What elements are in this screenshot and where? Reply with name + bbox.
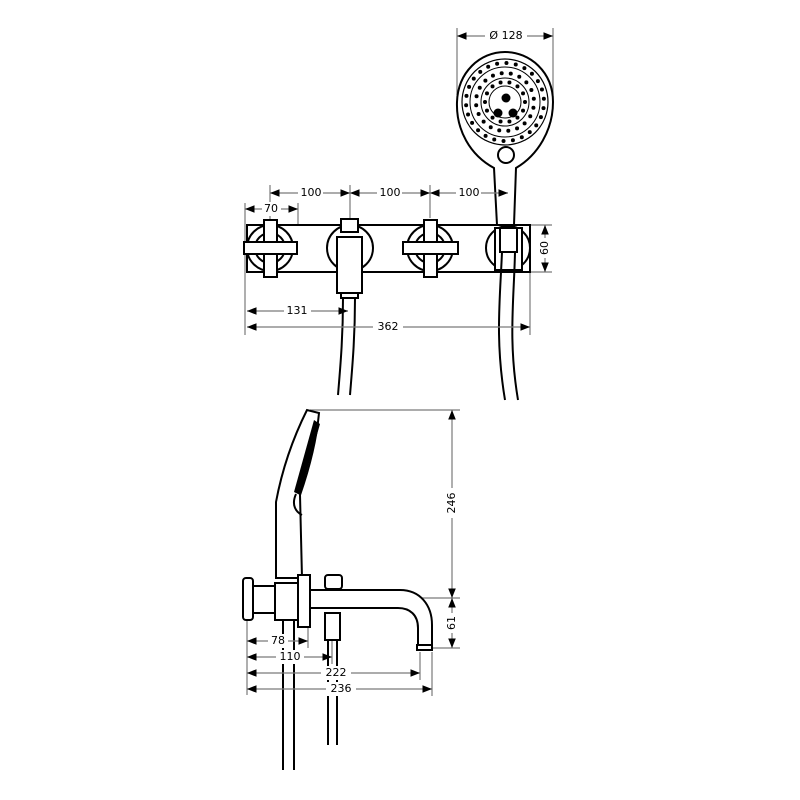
front-dimensions: 100 100 100 70 60 131 362 Ø 128 [245, 29, 553, 334]
nozzle-dot [478, 69, 483, 74]
nozzle-dot [490, 84, 495, 89]
dim-shower-height: 246 [445, 493, 458, 514]
nozzle-dot [541, 106, 546, 111]
shower-handle-notch [292, 493, 303, 516]
diverter-outlet [324, 612, 341, 641]
nozzle-dot [471, 76, 476, 81]
hose-diverter-edge [349, 297, 356, 396]
spray-face [294, 420, 320, 495]
nozzle-dot [483, 133, 488, 138]
nozzle-dot [515, 115, 520, 120]
front-view: 100 100 100 70 60 131 362 Ø 128 [243, 28, 555, 401]
nozzle-dot [506, 128, 511, 133]
diverter [326, 218, 374, 299]
nozzle-dot [521, 108, 526, 113]
nozzle-dot [531, 96, 536, 101]
dim-spacing-2: 100 [380, 186, 401, 199]
nozzle-dot [535, 79, 540, 84]
side-view: 246 61 78 110 222 236 [242, 408, 460, 770]
nozzle-dot [501, 138, 506, 143]
nozzle-dot [470, 120, 475, 125]
dim-spacing-3: 100 [459, 186, 480, 199]
dim-spout-outlet: 222 [326, 666, 347, 679]
nozzle-dot [488, 125, 493, 130]
nozzle-dot [484, 91, 489, 96]
dim-handle-depth: 78 [271, 634, 285, 647]
nozzle-dot [521, 91, 526, 96]
cross-handle-left [243, 219, 298, 278]
nozzle-dot [528, 114, 533, 119]
nozzle-dot [486, 64, 491, 69]
shower-hose-edge [511, 251, 519, 401]
nozzle-dot [498, 119, 503, 124]
dim-handle-width: 70 [264, 202, 278, 215]
nozzle-dot [490, 73, 495, 78]
nozzle-dot [477, 85, 482, 90]
nozzle-dot [467, 84, 472, 89]
side-dimensions: 246 61 78 110 222 236 [247, 410, 459, 696]
mixer-body-side [242, 574, 433, 651]
nozzle-dot [474, 103, 479, 108]
nozzle-dot [529, 71, 534, 76]
nozzle-dot [507, 119, 512, 124]
dim-spout-projection: 236 [331, 682, 352, 695]
dim-head-diameter: Ø 128 [489, 29, 522, 42]
nozzle-dot [504, 61, 509, 66]
hand-shower-head [455, 50, 555, 226]
nozzle-dot [541, 96, 546, 101]
nozzle-dot [515, 84, 520, 89]
nozzle-dot [507, 80, 512, 85]
hose-diverter [337, 297, 344, 396]
nozzle-dot [522, 121, 527, 126]
shower-hose [497, 251, 506, 401]
dim-plate-height: 60 [538, 241, 551, 255]
nozzle-dot [483, 100, 487, 104]
nozzle-dot [510, 138, 515, 143]
spray-nozzles [464, 61, 546, 143]
nozzle-dot [499, 71, 504, 76]
dim-spacing-1: 100 [301, 186, 322, 199]
nozzle-dot [534, 123, 539, 128]
nozzle-dot [492, 137, 497, 142]
nozzle-dot [464, 93, 469, 98]
nozzle-dot [522, 66, 527, 71]
nozzle-dot [531, 105, 536, 110]
nozzle-dot [523, 100, 527, 104]
nozzle-dot [538, 115, 543, 120]
dim-diverter-depth: 110 [280, 650, 301, 663]
nozzle-dot [524, 80, 529, 85]
nozzle-dot [527, 130, 532, 135]
dim-overall-width: 362 [378, 320, 399, 333]
nozzle-dot [481, 119, 486, 124]
nozzle-dot [508, 71, 513, 76]
nozzle-dot [519, 135, 524, 140]
nozzle-dot [517, 74, 522, 79]
cross-handle-right [402, 219, 459, 278]
nozzle-dot [490, 115, 495, 120]
nozzle-dot [529, 87, 534, 92]
nozzle-dot [484, 108, 489, 113]
nozzle-dot [495, 61, 500, 66]
nozzle-dot [474, 94, 479, 99]
diverter-knob [324, 574, 343, 590]
nozzle-dot [464, 103, 469, 108]
nozzle-dot [466, 112, 471, 117]
nozzle-dot [476, 112, 481, 117]
nozzle-dot [476, 128, 481, 133]
nozzle-dot [513, 62, 518, 67]
nozzle-dot [483, 78, 488, 83]
nozzle-dot [498, 80, 503, 85]
dim-diverter-offset: 131 [287, 304, 308, 317]
nozzle-dot [497, 128, 502, 133]
nozzle-dot [515, 126, 520, 131]
dim-spout-height: 61 [445, 616, 458, 630]
nozzle-dot [539, 87, 544, 92]
shower-holder [485, 225, 531, 271]
